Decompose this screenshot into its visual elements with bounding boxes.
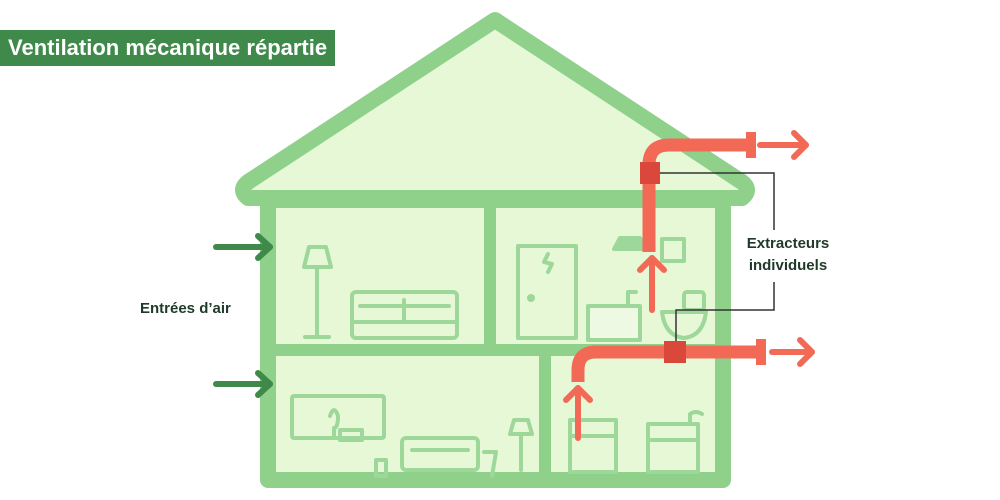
lower-duct: [571, 345, 760, 382]
house-icon: [235, 12, 755, 488]
sink-icon: [586, 290, 642, 342]
extractor-upper: [640, 162, 660, 184]
ceiling-lamp-icon: [612, 236, 648, 251]
diagram-title: Ventilation mécanique répartie: [0, 30, 336, 66]
armchair-icon: [374, 436, 498, 478]
mirror-icon: [660, 237, 686, 263]
flow-arrow-kitchen: [563, 385, 593, 441]
extractors-label-line2: individuels: [748, 257, 828, 274]
roof: [235, 12, 755, 206]
air-inlets-label: Entrées d’air: [140, 300, 231, 317]
sofa-icon: [350, 290, 459, 340]
callout-line-upper: [660, 172, 775, 230]
flow-arrow-bathroom: [637, 255, 667, 313]
upper-duct-cap: [746, 132, 756, 158]
inlet-arrow-top: [213, 233, 273, 261]
extractor-lower: [664, 341, 686, 363]
inlet-arrow-bottom: [213, 370, 273, 398]
floor-lamp-icon: [302, 245, 333, 339]
tv-icon: [290, 394, 386, 442]
door-icon: [516, 244, 578, 340]
table-lamp-icon: [508, 418, 534, 472]
kitchen-counter-icon: [646, 410, 704, 474]
exhaust-arrow-lower: [769, 337, 815, 367]
extractors-label-line1: Extracteurs: [746, 235, 830, 252]
lower-duct-cap: [756, 339, 766, 365]
callout-line-lower: [675, 282, 775, 341]
exhaust-arrow-upper: [757, 130, 809, 160]
